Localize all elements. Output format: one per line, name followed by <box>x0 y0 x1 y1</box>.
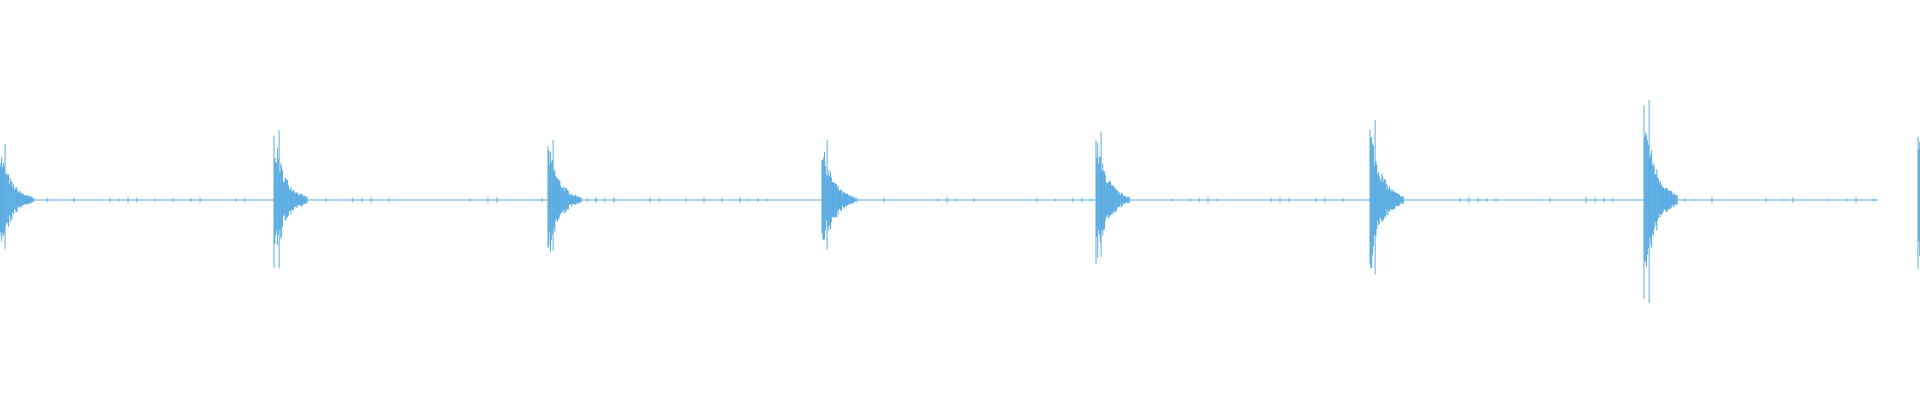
waveform-burst <box>273 130 308 269</box>
waveform-burst <box>1643 100 1678 304</box>
waveform-burst <box>1095 132 1130 264</box>
waveform-burst <box>1369 120 1404 275</box>
waveform-burst <box>547 140 582 253</box>
waveform-bursts <box>0 100 1920 304</box>
waveform-burst <box>0 144 34 249</box>
waveform-burst <box>821 140 856 250</box>
